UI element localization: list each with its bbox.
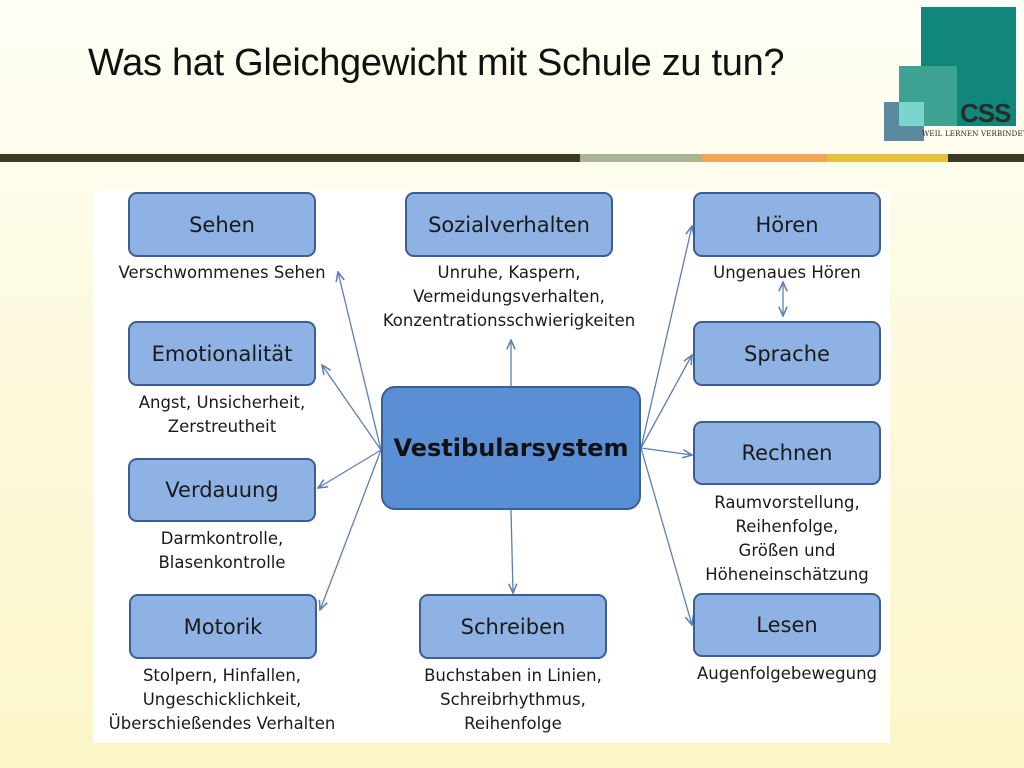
arrow-to-emotionalitaet (322, 365, 382, 451)
header-stripe-dark (0, 154, 580, 162)
logo-tagline: WEIL LERNEN VERBINDET (922, 130, 1024, 138)
node-hoeren: Hören (693, 192, 881, 257)
arrow-to-lesen (640, 447, 692, 625)
desc-sehen: Verschwommenes Sehen (118, 263, 326, 282)
desc-sozialverhalten: Unruhe, Kaspern, Vermeidungsverhalten, K… (382, 263, 636, 330)
desc-hoeren: Ungenaues Hören (713, 263, 861, 282)
node-sehen: Sehen (128, 192, 316, 257)
header-stripe-orange (702, 154, 827, 162)
center-node-vestibularsystem: Vestibularsystem (381, 386, 641, 510)
node-motorik: Motorik (129, 594, 317, 659)
desc-motorik: Stolpern, Hinfallen, Ungeschicklichkeit,… (108, 666, 336, 733)
node-emotionalitaet: Emotionalität (128, 321, 316, 386)
logo-wordmark: CSS (960, 98, 1011, 128)
desc-lesen: Augenfolgebewegung (696, 664, 878, 683)
logo-square-accent (899, 102, 924, 126)
desc-verdauung: Darmkontrolle, Blasenkontrolle (158, 529, 286, 572)
arrow-to-motorik (320, 449, 382, 610)
arrow-to-verdauung (318, 449, 382, 488)
arrow-to-hoeren (640, 226, 692, 449)
node-sozialverhalten: Sozialverhalten (405, 192, 613, 257)
desc-schreiben: Buchstaben in Linien, Schreibrhythmus, R… (424, 666, 602, 733)
node-lesen: Lesen (693, 593, 881, 657)
desc-rechnen: Raumvorstellung, Reihenfolge, Größen und… (705, 493, 869, 584)
css-logo (880, 6, 1020, 146)
header-stripe-dark-end (948, 154, 1024, 162)
header-stripe-sage (580, 154, 702, 162)
node-sprache: Sprache (693, 321, 881, 386)
node-verdauung: Verdauung (128, 458, 316, 522)
arrow-to-schreiben (511, 509, 513, 593)
header-stripe-yellow (827, 154, 948, 162)
node-rechnen: Rechnen (693, 421, 881, 485)
node-schreiben: Schreiben (419, 594, 607, 659)
slide-title: Was hat Gleichgewicht mit Schule zu tun? (88, 42, 785, 84)
arrow-to-sehen (338, 272, 382, 451)
desc-emotionalitaet: Angst, Unsicherheit, Zerstreutheit (138, 393, 306, 436)
arrow-to-sprache (640, 355, 692, 449)
arrow-to-rechnen (640, 447, 692, 455)
